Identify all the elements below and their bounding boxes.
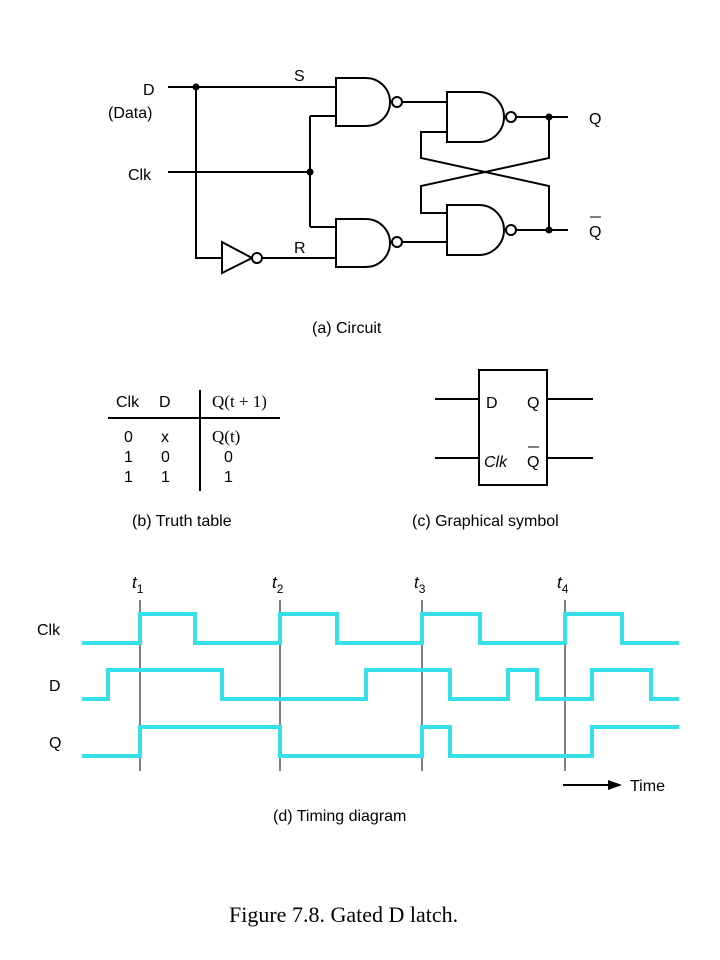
nand-gate-latch-top (446, 91, 505, 143)
latch-symbol-pins (435, 398, 593, 459)
nand-gate-latch-bottom (446, 204, 505, 256)
truth-table-row1-clk: 0 (124, 429, 133, 446)
nand-bubble-s (391, 96, 403, 108)
time-marker-label-4: t4 (557, 573, 569, 596)
time-marker-label-3: t3 (414, 573, 426, 596)
latch-symbol-qbar: Q (527, 454, 539, 471)
time-marker-label-2: t2 (272, 573, 284, 596)
truth-table-row3-d: 1 (161, 469, 170, 486)
waveform-q (82, 725, 679, 758)
truth-table-row1-q: Q(t) (212, 427, 240, 446)
truth-table-header-qnext: Q(t + 1) (212, 392, 267, 411)
caption-timing: (d) Timing diagram (273, 808, 406, 825)
latch-symbol-box (478, 369, 548, 486)
label-clk: Clk (128, 167, 152, 184)
truth-table: Clk D Q(t + 1) 0 x Q(t) 1 0 0 1 1 1 (b) … (108, 390, 280, 530)
waveforms (82, 612, 679, 758)
signal-label-q: Q (49, 735, 61, 752)
waveform-clk (82, 612, 679, 645)
truth-table-row3-q: 1 (224, 469, 233, 486)
wire-d-to-inverter (195, 87, 222, 259)
latch-symbol: D Q Clk Q (c) Graphical symbol (412, 369, 593, 530)
caption-symbol: (c) Graphical symbol (412, 513, 559, 530)
nand-bubble-latch-bottom (505, 224, 517, 236)
truth-table-header-d: D (159, 394, 171, 411)
label-qbar: Q (589, 224, 601, 241)
truth-table-row3-clk: 1 (124, 469, 133, 486)
label-r: R (294, 240, 306, 257)
circuit: D (Data) Clk S R Q Q (a) Circuit (108, 68, 601, 337)
caption-truth-table: (b) Truth table (132, 513, 232, 530)
truth-table-row2-q: 0 (224, 449, 233, 466)
inverter-gate (221, 240, 255, 275)
wire-clk-up (309, 115, 336, 228)
time-marker-label-1: t1 (132, 573, 144, 596)
figure-caption: Figure 7.8. Gated D latch. (229, 902, 458, 927)
truth-table-row2-clk: 1 (124, 449, 133, 466)
signal-label-clk: Clk (37, 622, 61, 639)
nand-gate-r (335, 218, 391, 268)
signal-label-d: D (49, 678, 61, 695)
time-arrow-head (608, 780, 622, 790)
latch-symbol-d: D (486, 395, 498, 412)
nand-bubble-latch-top (505, 111, 517, 123)
truth-table-header-clk: Clk (116, 394, 140, 411)
label-data: (Data) (108, 105, 152, 122)
label-d: D (143, 82, 155, 99)
nand-bubble-r (391, 236, 403, 248)
label-s: S (294, 68, 305, 85)
truth-table-row2-d: 0 (161, 449, 170, 466)
nand-gate-s (335, 77, 391, 127)
latch-symbol-q: Q (527, 395, 539, 412)
wire-cross-coupling (420, 117, 550, 230)
waveform-d (82, 668, 679, 701)
latch-symbol-clk: Clk (484, 454, 508, 471)
time-label: Time (630, 778, 665, 795)
label-q: Q (589, 111, 601, 128)
truth-table-row1-d: x (161, 429, 169, 446)
caption-circuit: (a) Circuit (312, 320, 382, 337)
inverter-bubble (251, 252, 263, 264)
